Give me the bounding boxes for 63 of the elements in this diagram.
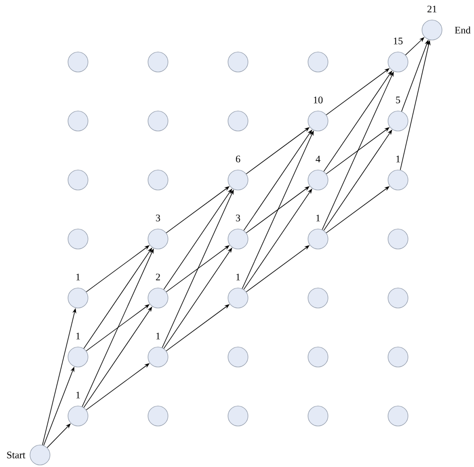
circle-node: [388, 170, 408, 190]
circle-node: [148, 288, 168, 308]
node-value: 5: [396, 96, 400, 104]
node-label: End: [454, 26, 471, 34]
node-value: 2: [156, 274, 160, 280]
circle-node: [228, 228, 248, 250]
circle-node: [228, 52, 248, 72]
node-value: 1: [76, 332, 80, 340]
node-value: 1: [76, 392, 80, 398]
node-value: 4: [316, 156, 320, 162]
circle-node: [68, 228, 88, 250]
node-value: 1: [76, 274, 80, 280]
arrow: [323, 70, 392, 172]
arrow: [323, 130, 392, 231]
circle-node: [308, 288, 328, 308]
node-value: 3: [156, 214, 160, 222]
arrow: [243, 188, 312, 290]
node-value: 1: [236, 274, 240, 280]
node-value: 1: [156, 332, 160, 340]
circle-node: [68, 52, 88, 72]
circle-node: [148, 228, 168, 250]
circle-node: [388, 110, 408, 132]
circle-node: [228, 406, 248, 426]
circle-node: [228, 288, 248, 308]
circle-node: [148, 170, 168, 190]
circle-node: [388, 52, 408, 72]
node-value: 15: [394, 38, 403, 44]
node-value: 21: [427, 6, 436, 12]
circle-node: [422, 20, 442, 40]
arrow: [163, 188, 232, 290]
circle-node: [308, 228, 328, 250]
arrow: [83, 306, 152, 408]
circle-node: [308, 170, 328, 190]
circle-node: [388, 228, 408, 250]
circle-node: [308, 52, 328, 72]
arrow: [243, 130, 312, 231]
circle-node: [148, 346, 168, 368]
circle-node: [68, 288, 88, 308]
circle-node: [388, 288, 408, 308]
circle-node: [308, 110, 328, 132]
node-value: 1: [316, 214, 320, 222]
circle-node: [308, 406, 328, 426]
node-value: 3: [236, 214, 240, 222]
circle-node: [228, 346, 248, 368]
circle-node: [308, 346, 328, 368]
circle-node: [228, 110, 248, 132]
circle-node: [68, 406, 88, 426]
node-label: Start: [7, 452, 26, 458]
circle-node: [388, 406, 408, 426]
arrow: [163, 248, 232, 349]
node-value: 6: [236, 156, 240, 162]
circle-node: [148, 406, 168, 426]
node-value: 1: [396, 156, 400, 162]
circle-node: [68, 110, 88, 132]
circle-node: [228, 170, 248, 190]
circle-node: [388, 346, 408, 368]
node-value: 10: [314, 96, 323, 104]
circle-node: [68, 346, 88, 368]
circle-node: [148, 110, 168, 132]
circle-node: [30, 444, 50, 466]
arrow: [83, 248, 152, 349]
circle-node: [68, 170, 88, 190]
circle-node: [148, 52, 168, 72]
